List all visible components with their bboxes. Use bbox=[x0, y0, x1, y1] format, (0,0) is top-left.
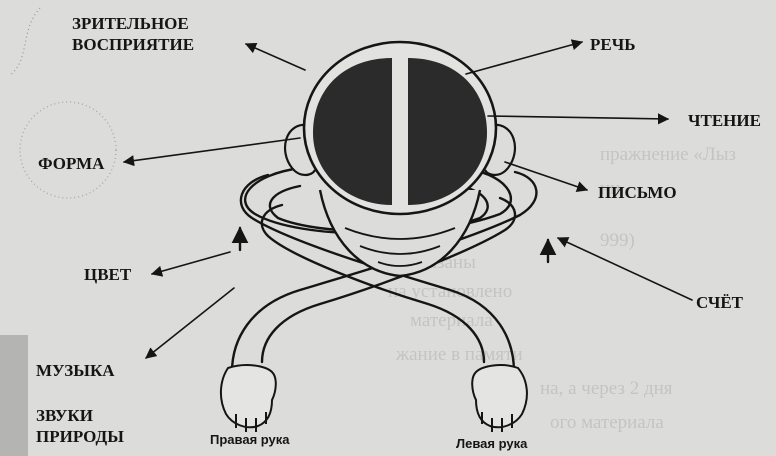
arrow-speech bbox=[466, 42, 582, 74]
label-visual-perception: ЗРИТЕЛЬНОЕ ВОСПРИЯТИЕ bbox=[72, 13, 194, 55]
left-hand-drawing bbox=[472, 365, 527, 432]
label-music: МУЗЫКА bbox=[36, 360, 115, 381]
label-writing: ПИСЬМО bbox=[598, 182, 677, 203]
left-hand-outline bbox=[472, 365, 527, 427]
label-reading: ЧТЕНИЕ bbox=[688, 110, 761, 131]
label-visual-perception-line2: ВОСПРИЯТИЕ bbox=[72, 34, 194, 55]
arrow-writing bbox=[505, 162, 587, 190]
right-hand-outline bbox=[221, 365, 276, 427]
label-form: ФОРМА bbox=[38, 153, 104, 174]
label-nature-sounds-line1: ЗВУКИ bbox=[36, 405, 124, 426]
decorative-dotted-circle bbox=[20, 102, 116, 198]
right-hand-drawing bbox=[221, 365, 276, 432]
label-nature-sounds: ЗВУКИ ПРИРОДЫ bbox=[36, 405, 124, 447]
label-color: ЦВЕТ bbox=[84, 264, 131, 285]
arrow-reading bbox=[488, 116, 668, 119]
arrow-form bbox=[124, 138, 300, 162]
label-visual-perception-line1: ЗРИТЕЛЬНОЕ bbox=[72, 13, 194, 34]
decorative-dotted-arc bbox=[10, 8, 40, 75]
label-nature-sounds-line2: ПРИРОДЫ bbox=[36, 426, 124, 447]
label-left-hand: Левая рука bbox=[456, 436, 527, 452]
head-figure bbox=[285, 42, 515, 276]
arrow-color bbox=[152, 252, 230, 274]
label-counting: СЧЁТ bbox=[696, 292, 743, 313]
arrow-music bbox=[146, 288, 234, 358]
arrow-visual-perception bbox=[246, 44, 305, 70]
label-speech: РЕЧЬ bbox=[590, 34, 635, 55]
label-right-hand: Правая рука bbox=[210, 432, 290, 448]
decorative-shadow-block bbox=[0, 335, 28, 456]
arrow-counting bbox=[558, 238, 692, 300]
